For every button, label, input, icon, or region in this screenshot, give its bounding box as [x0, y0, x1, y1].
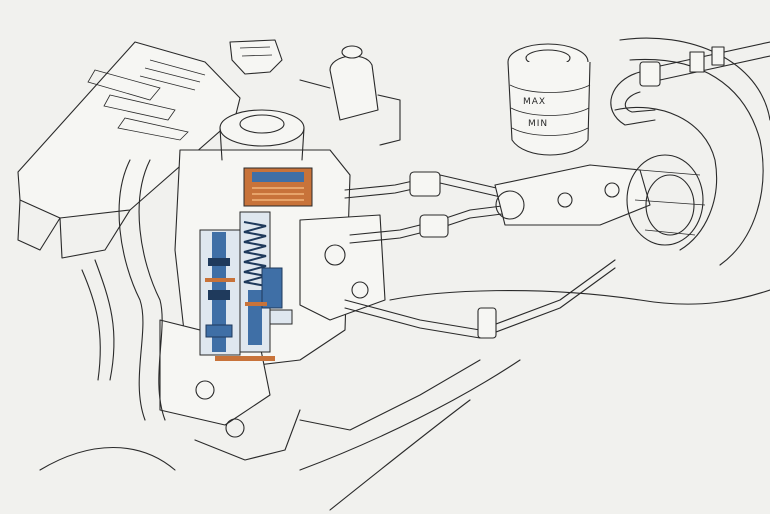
chassis-lines — [299, 289, 770, 511]
cutaway-section — [199, 167, 313, 361]
vacuum-hose — [610, 41, 770, 126]
sensor-fitting — [299, 45, 401, 146]
max-marking: MAX — [523, 97, 546, 107]
brake-booster — [614, 37, 770, 266]
engine-cover — [17, 41, 241, 259]
hoses-left — [39, 159, 176, 471]
master-cylinder-reservoir: MAX MIN — [494, 43, 651, 226]
brake-lines — [299, 171, 616, 431]
mounting-bracket — [229, 39, 283, 75]
min-marking: MIN — [528, 119, 548, 129]
